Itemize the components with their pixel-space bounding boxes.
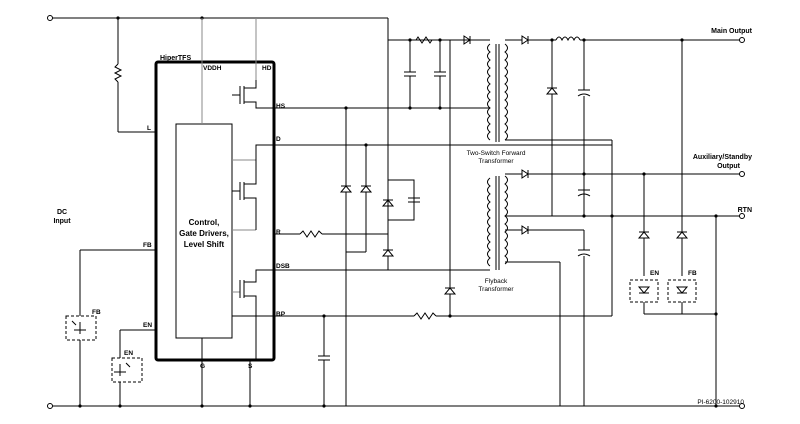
dc-label: DC xyxy=(57,209,67,216)
en-optocoupler-left: EN xyxy=(111,329,156,406)
fb-optocoupler-left: FB xyxy=(65,249,156,406)
standby-clamp xyxy=(381,40,420,270)
bottom-rail xyxy=(47,403,745,409)
aux-output-label-1: Auxiliary/Standby xyxy=(693,154,752,161)
flyback-label-2: Transformer xyxy=(478,286,514,293)
en-right-label: EN xyxy=(650,270,659,277)
en-optocoupler-right: EN xyxy=(629,174,716,315)
line-sense-resistor xyxy=(113,18,156,133)
aux-output-label-2: Output xyxy=(717,163,741,170)
main-output-label: Main Output xyxy=(711,28,752,35)
pin-fb: FB xyxy=(143,242,152,249)
pin-en: EN xyxy=(143,322,152,329)
top-rail xyxy=(47,15,388,21)
flyback-transformer: Flyback Transformer xyxy=(478,175,514,293)
pin-r: R xyxy=(276,229,281,236)
hipertfs-ic: HiperTFS Control, Gate Drivers, Level Sh… xyxy=(143,18,290,370)
dc-input-label: DC Input xyxy=(53,209,71,225)
two-switch-forward-transformer: Two-Switch Forward Transformer xyxy=(467,43,526,165)
main-output-stage: Main Output xyxy=(505,28,753,216)
primary-diodes xyxy=(339,108,373,406)
core-line-2: Gate Drivers, xyxy=(179,229,229,238)
pin-dsb: DSB xyxy=(276,263,290,270)
pin-hd: HD xyxy=(262,65,272,72)
forward-label-2: Transformer xyxy=(478,158,514,165)
input-label: Input xyxy=(53,218,71,225)
fb-right-label: FB xyxy=(688,270,697,277)
pin-g: G xyxy=(200,363,205,370)
bias-output xyxy=(505,225,591,406)
flyback-primary xyxy=(443,40,457,316)
fb-left-label: FB xyxy=(92,309,101,316)
clamp-network xyxy=(404,35,471,108)
pin-vddh: VDDH xyxy=(203,65,222,72)
aux-output-stage: Auxiliary/Standby Output xyxy=(505,154,752,216)
en-left-label: EN xyxy=(124,350,133,357)
pin-bp: BP xyxy=(276,311,286,318)
pin-l: L xyxy=(147,125,151,132)
part-number: PI-6200-102910 xyxy=(697,399,744,406)
forward-label-1: Two-Switch Forward xyxy=(467,150,526,157)
ic-name: HiperTFS xyxy=(160,55,191,62)
pin-hs: HS xyxy=(276,103,286,110)
flyback-label-1: Flyback xyxy=(485,278,508,285)
core-line-3: Level Shift xyxy=(184,240,225,249)
rtn-label: RTN xyxy=(738,207,752,214)
core-line-1: Control, xyxy=(189,218,220,227)
fb-optocoupler-right: FB xyxy=(667,40,697,314)
pin-d: D xyxy=(276,136,281,143)
